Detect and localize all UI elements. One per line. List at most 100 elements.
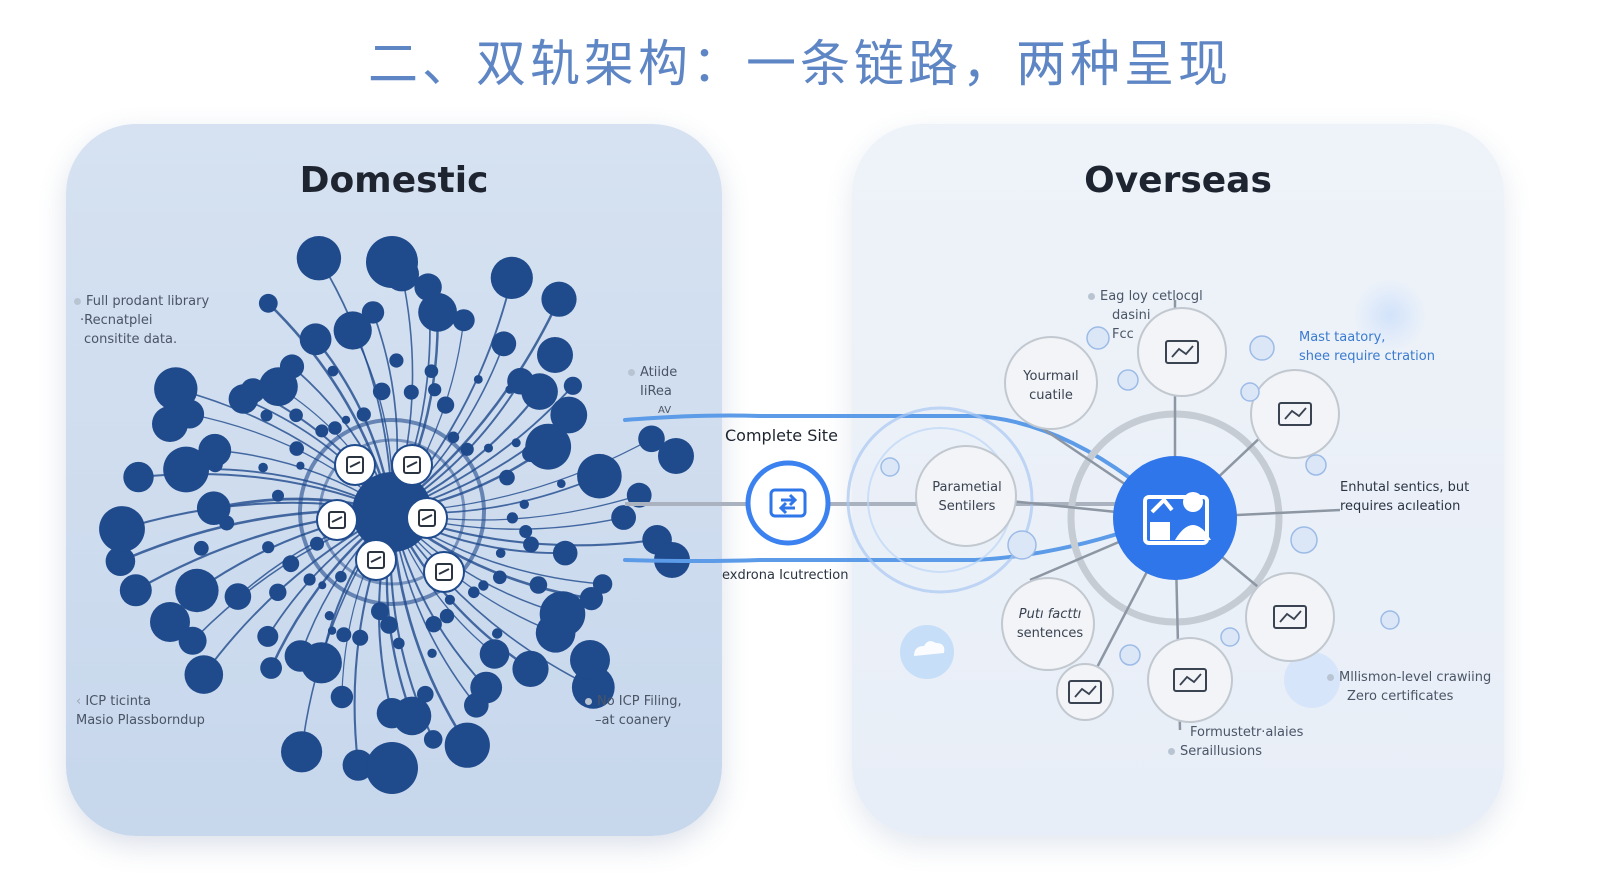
overseas-network — [846, 279, 1426, 731]
network-node — [105, 546, 136, 576]
network-node — [493, 570, 507, 585]
network-node — [198, 433, 232, 467]
network-node — [478, 580, 489, 591]
network-node — [525, 423, 572, 470]
label-million-level: Mllismon-level crawiing Zero certificate… — [1327, 668, 1491, 706]
network-node — [552, 540, 578, 566]
network-node — [491, 331, 517, 357]
network-node — [260, 409, 273, 422]
network-node — [519, 499, 529, 509]
accent-bubble — [1117, 369, 1139, 391]
label-complete-site: Complete Site — [725, 426, 838, 445]
network-node — [592, 574, 613, 594]
network-node — [511, 438, 521, 448]
label-icp-tickets: ‹ ICP ticinta Masio Plassborndup — [76, 694, 205, 728]
label-article: Atiide IiRea AV — [628, 363, 677, 420]
network-node — [521, 373, 558, 410]
network-node — [437, 396, 455, 414]
network-node — [495, 548, 506, 558]
network-node — [269, 583, 287, 601]
network-node — [361, 301, 385, 324]
network-node — [638, 425, 665, 453]
accent-bubble — [1007, 530, 1037, 560]
network-node — [330, 685, 354, 709]
network-node — [428, 383, 442, 397]
network-node — [299, 323, 332, 356]
network-node — [282, 555, 300, 573]
network-node — [196, 491, 231, 525]
network-node — [366, 236, 418, 288]
domestic-title: Domestic — [299, 160, 489, 201]
satellite-node-parametral — [915, 445, 1017, 547]
accent-bubble — [1086, 326, 1110, 350]
network-node — [296, 461, 305, 470]
network-node — [152, 406, 188, 442]
network-node — [439, 608, 455, 624]
network-node — [570, 640, 610, 680]
network-node — [123, 461, 154, 493]
accent-bubble — [1305, 454, 1327, 476]
network-node — [303, 573, 316, 586]
network-node — [356, 407, 371, 422]
network-node — [175, 568, 219, 613]
network-node — [272, 489, 284, 502]
network-node — [423, 730, 443, 749]
overseas-title: Overseas — [1084, 160, 1272, 201]
network-node — [376, 698, 408, 729]
chart-icon — [1165, 340, 1199, 364]
accent-bubble — [1220, 627, 1240, 647]
network-node — [427, 648, 437, 658]
satellite-node-youmall — [1004, 336, 1098, 430]
network-node — [119, 574, 152, 607]
handshake-icon — [1068, 680, 1102, 704]
network-node — [310, 536, 324, 551]
network-node — [512, 650, 549, 688]
network-node — [318, 581, 327, 590]
network-node — [444, 722, 490, 768]
accent-bubble — [1249, 335, 1275, 361]
network-node — [380, 616, 398, 634]
accent-bubble — [1380, 610, 1400, 630]
network-node — [468, 586, 480, 599]
accent-bubble — [1119, 644, 1141, 666]
network-node — [279, 354, 305, 379]
network-node — [289, 441, 305, 456]
network-node — [184, 655, 224, 694]
network-node — [492, 628, 503, 639]
network-node — [417, 685, 434, 703]
network-node — [389, 353, 404, 368]
network-node — [611, 505, 636, 530]
network-node — [579, 587, 604, 611]
network-node — [281, 731, 323, 773]
hub-node — [1113, 456, 1237, 580]
network-node — [328, 421, 342, 435]
accent-bubble — [1240, 382, 1260, 402]
network-node — [444, 594, 455, 605]
network-node — [464, 693, 489, 718]
network-node — [296, 236, 342, 281]
network-node — [352, 629, 369, 646]
network-node — [224, 583, 252, 610]
network-node — [626, 482, 652, 508]
network-node — [563, 376, 583, 395]
network-node — [550, 396, 588, 434]
factory-icon — [1273, 605, 1307, 629]
label-connector-bottom: exdrona Icutrection — [722, 568, 849, 583]
network-node — [577, 453, 622, 499]
page-title: 二、双轨架构：一条链路，两种呈现 — [368, 35, 1232, 93]
network-node — [163, 446, 210, 493]
label-formust-serials: Formustetr·alaies Seraillusions — [1168, 723, 1303, 761]
network-node — [335, 570, 347, 583]
network-ring — [298, 418, 486, 606]
network-node — [484, 443, 493, 453]
accent-bubble — [880, 457, 900, 477]
network-node — [658, 438, 694, 474]
network-node — [257, 625, 279, 647]
network-node — [473, 375, 483, 384]
network-node — [150, 602, 190, 642]
network-node — [418, 292, 457, 332]
network-node — [523, 536, 539, 553]
network-node — [519, 525, 533, 538]
network-node — [258, 293, 278, 313]
